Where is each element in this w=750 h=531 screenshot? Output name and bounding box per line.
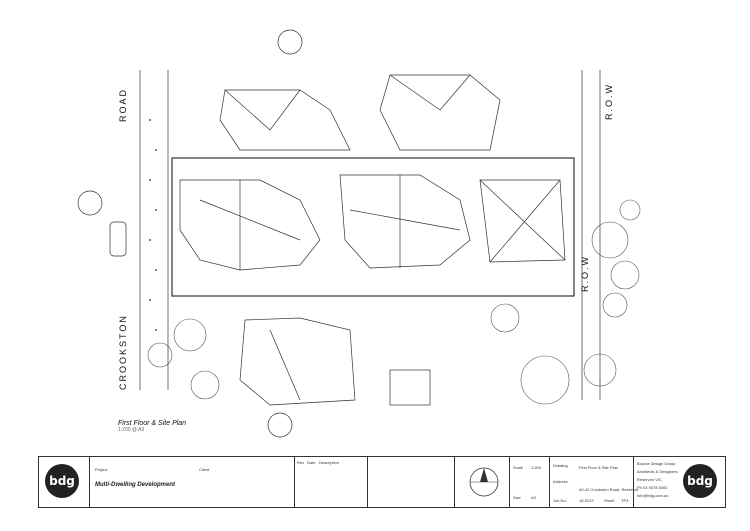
drawing-name: First Floor & Site Plan <box>579 465 618 470</box>
scale-value: 1:200 <box>531 465 542 470</box>
scale-label: Scale <box>513 465 524 470</box>
drawing-caption: First Floor & Site Plan 1:200 @ A3 <box>118 420 187 433</box>
firm-line-4: Ph 03 9478 5000 <box>637 485 668 490</box>
description-label: Description <box>319 460 340 465</box>
client-label: Client <box>199 467 210 472</box>
job-label: Job No. <box>553 498 567 503</box>
date-label: Date <box>307 460 316 465</box>
row-label-top: R.O.W <box>604 83 614 120</box>
drawing-caption-scale: 1:200 @ A3 <box>118 427 145 433</box>
address-value: 40-42 Crookston Road, Reservoir <box>579 487 639 492</box>
road-label-crookston: CROOKSTON <box>118 314 128 390</box>
size-label: Size <box>513 495 521 500</box>
logo-right: bdg <box>683 464 717 498</box>
project-name: Multi-Dwelling Development <box>95 482 176 488</box>
firm-line-2: Architects & Designers <box>637 469 678 474</box>
size-value: A3 <box>531 495 536 500</box>
road-label-road: ROAD <box>118 87 128 122</box>
address-label: Address <box>553 479 568 484</box>
north-point-icon <box>469 467 499 497</box>
revision-label: Rev <box>297 460 305 465</box>
firm-line-1: Bourke Design Group <box>637 461 676 466</box>
logo-left: bdg <box>45 464 79 498</box>
drawing-label: Drawing <box>553 463 568 468</box>
title-block: bdg Project Multi-Dwelling Development C… <box>38 456 726 508</box>
job-value: 15-0237 <box>579 498 594 503</box>
firm-line-3: Reservoir VIC <box>637 477 662 482</box>
row-label-bottom: R.O.W <box>580 255 590 292</box>
project-label: Project <box>95 467 108 472</box>
firm-line-5: info@bdg.com.au <box>637 493 669 498</box>
sheet-value: TP3 <box>621 498 629 503</box>
sheet-label: Sheet <box>604 498 615 503</box>
